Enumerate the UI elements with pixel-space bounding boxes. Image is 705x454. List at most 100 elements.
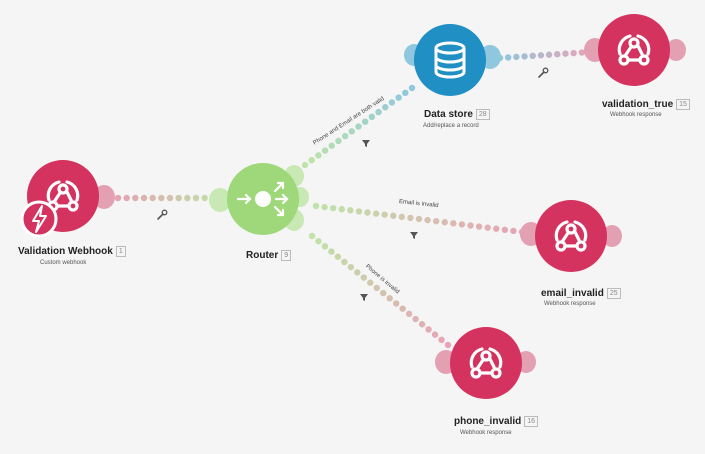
module-subtitle-validation-true: Webhook response — [610, 112, 662, 118]
module-id-badge: 28 — [475, 109, 490, 120]
connection-dot — [301, 161, 309, 169]
connection-dot — [348, 128, 356, 135]
module-subtitle-validation-webhook: Custom webhook — [40, 260, 87, 266]
connection-dot — [545, 51, 553, 58]
connection-dot — [140, 194, 148, 202]
connection-dot — [347, 207, 354, 214]
connection-dot — [166, 194, 174, 202]
connection-dot — [424, 216, 431, 224]
module-subtitle-email-invalid: Webhook response — [544, 301, 596, 307]
filter-icon[interactable] — [410, 232, 418, 239]
module-subtitle-data-store: Add/replace a record — [423, 123, 479, 129]
input-connector[interactable] — [209, 188, 231, 212]
database-icon — [434, 41, 466, 79]
connection-dot — [321, 203, 328, 211]
module-validation-true[interactable] — [598, 14, 670, 86]
route-line-email-invalid[interactable] — [312, 202, 526, 236]
connection-dot — [390, 212, 397, 219]
connection-dot — [418, 321, 426, 328]
lightning-bolt-icon — [20, 200, 58, 238]
connection-dot — [123, 194, 130, 202]
connection-dot — [321, 243, 329, 250]
connection-dot — [355, 123, 362, 130]
connection-dot — [425, 326, 432, 333]
module-circle[interactable] — [535, 200, 607, 272]
connection-dot — [431, 331, 439, 338]
output-connector[interactable] — [666, 39, 686, 61]
connection-dot — [341, 258, 348, 266]
connection-dot — [529, 52, 536, 60]
module-phone-invalid[interactable] — [450, 327, 522, 399]
connection-dot — [399, 305, 406, 312]
filter-icon[interactable] — [362, 140, 370, 147]
wrench-icon[interactable] — [157, 209, 168, 220]
connection-dot — [360, 274, 368, 281]
connection-dot — [475, 223, 483, 230]
route-line-phone-invalid[interactable] — [308, 232, 452, 349]
module-data-store[interactable] — [414, 24, 486, 96]
connection-dot — [395, 94, 402, 101]
router-arrows-icon — [236, 181, 289, 217]
connection-dot — [441, 219, 448, 226]
connection-dot — [510, 227, 517, 235]
connection-dot — [405, 310, 413, 318]
connection-dot — [537, 52, 545, 59]
webhook-icon — [469, 347, 503, 379]
connection-dot — [402, 89, 409, 97]
connection-dot — [158, 194, 165, 202]
connection-dot — [432, 217, 440, 225]
connection-dot — [354, 269, 361, 276]
connection-dot — [341, 132, 349, 140]
connection-dot — [347, 263, 355, 271]
webhook-icon — [617, 34, 651, 66]
connection-dot — [438, 336, 445, 344]
connection-dot — [458, 221, 466, 228]
connection-dot — [315, 152, 322, 159]
webhook-icon — [554, 220, 588, 252]
module-email-invalid[interactable] — [535, 200, 607, 272]
connection-data-store-validation-true[interactable] — [496, 48, 594, 62]
module-circle[interactable] — [414, 24, 486, 96]
module-validation-webhook[interactable] — [20, 160, 99, 238]
output-connector[interactable] — [602, 225, 622, 247]
connection-dot — [328, 142, 335, 149]
connection-dot — [175, 194, 182, 202]
connection-dot — [398, 213, 406, 221]
connection-dot — [335, 137, 342, 145]
connection-dot — [184, 194, 191, 202]
connection-dot — [373, 284, 380, 292]
connection-dot — [407, 214, 414, 222]
connection-dot — [367, 279, 374, 286]
connection-dot — [570, 49, 577, 57]
connection-dot — [368, 113, 376, 121]
connection-dot — [149, 194, 156, 202]
connection-dot — [321, 147, 329, 154]
filter-icon[interactable] — [360, 294, 368, 301]
connection-dot — [408, 84, 416, 92]
module-router[interactable] — [227, 163, 299, 235]
connection-dot — [450, 220, 457, 227]
connection-dot — [315, 237, 322, 245]
connection-dot — [334, 253, 342, 260]
connection-dot — [308, 232, 316, 240]
connection-dot — [415, 215, 423, 223]
connection-dot — [192, 194, 200, 202]
connection-webhook-router[interactable] — [114, 194, 226, 202]
connection-dot — [328, 248, 335, 255]
route-line-data-store[interactable] — [301, 84, 416, 169]
connection-dot — [504, 54, 512, 61]
module-circle[interactable] — [598, 14, 670, 86]
connection-dot — [521, 53, 528, 60]
module-id-badge: 16 — [524, 416, 539, 427]
connection-dot — [380, 289, 387, 297]
connection-dot — [372, 210, 380, 217]
module-circle[interactable] — [450, 327, 522, 399]
wrench-icon[interactable] — [538, 67, 549, 78]
connection-dot — [493, 225, 500, 232]
